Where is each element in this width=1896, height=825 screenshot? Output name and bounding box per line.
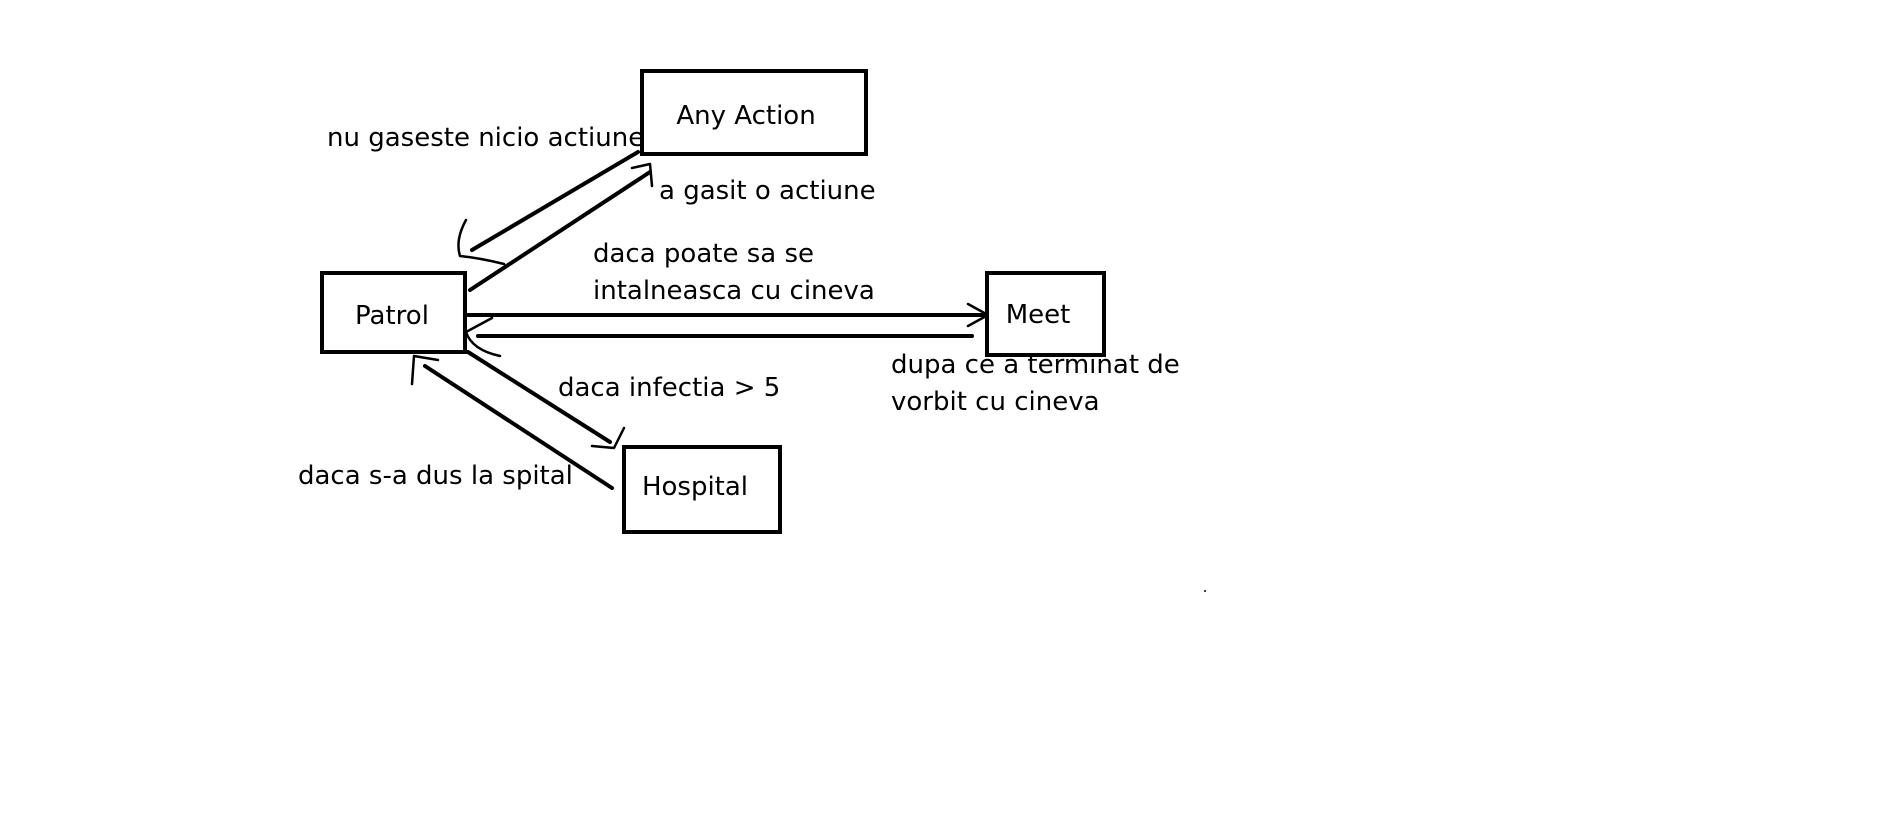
node-any-action: Any Action [640, 69, 868, 156]
node-box [622, 445, 782, 534]
node-label: Patrol [355, 301, 429, 331]
edge-label-meet-to-patrol-line2: vorbit cu cineva [891, 387, 1100, 417]
node-patrol: Patrol [320, 271, 467, 354]
edge-patrol-to-hospital [466, 350, 626, 450]
edge-label-patrol-to-meet-line2: intalneasca cu cineva [593, 276, 875, 306]
node-label: Meet [1006, 300, 1071, 330]
edge-line [470, 150, 640, 252]
edge-label-any-action-to-patrol: nu gaseste nicio actiune [327, 123, 644, 153]
arrowhead-icon [630, 162, 654, 188]
edge-any-action-to-patrol [457, 150, 640, 266]
edge-label-patrol-to-any-action: a gasit o actiune [659, 176, 876, 206]
edge-label-hospital-to-patrol: daca s-a dus la spital [298, 461, 573, 491]
arrowhead-icon [457, 218, 506, 266]
edge-patrol-to-any-action [468, 162, 654, 292]
edge-line [468, 170, 652, 292]
edge-label-patrol-to-hospital: daca infectia > 5 [558, 373, 780, 403]
node-meet: Meet [985, 271, 1106, 357]
edge-line [423, 364, 614, 490]
stray-dot [1204, 590, 1206, 592]
node-box [985, 271, 1106, 357]
arrowhead-icon [590, 426, 626, 450]
edge-label-patrol-to-meet-line1: daca poate sa se [593, 239, 814, 269]
node-hospital: Hospital [622, 445, 782, 534]
node-box [640, 69, 868, 156]
edge-patrol-to-meet [466, 302, 990, 328]
node-box [320, 271, 467, 354]
arrowhead-icon [410, 354, 440, 386]
node-label: Hospital [642, 472, 748, 502]
edge-label-meet-to-patrol-line1: dupa ce a terminat de [891, 350, 1180, 380]
node-label: Any Action [676, 101, 815, 131]
edge-line [466, 350, 612, 444]
edge-hospital-to-patrol [410, 354, 614, 490]
